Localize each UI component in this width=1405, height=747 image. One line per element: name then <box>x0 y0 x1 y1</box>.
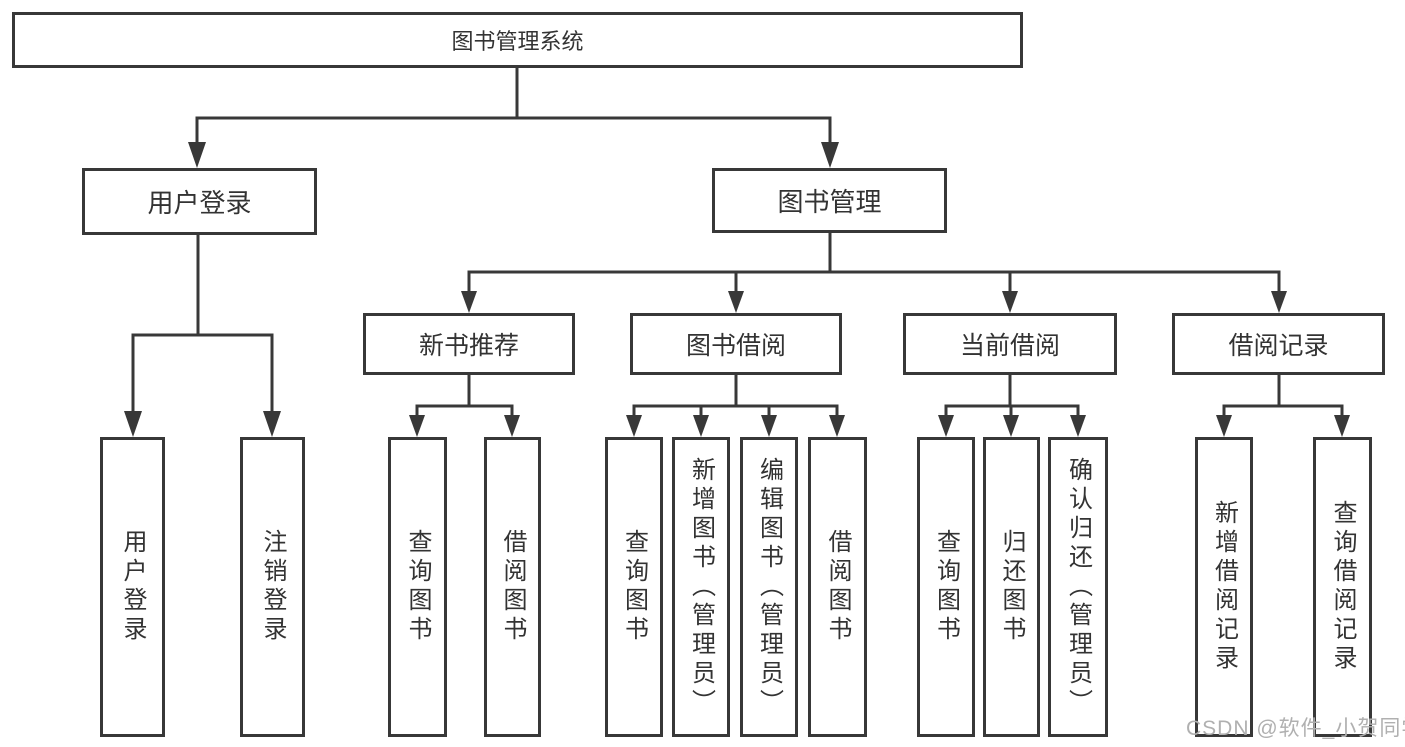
node-label: 借阅图书 <box>824 529 851 645</box>
arrowhead-icon <box>1002 291 1018 313</box>
leaf-node-user-login: 用户登录 <box>100 437 165 737</box>
arrowhead-icon <box>124 411 142 437</box>
arrowhead-icon <box>504 415 520 437</box>
node-label: 查询图书 <box>620 529 648 645</box>
arrowhead-icon <box>409 415 425 437</box>
arrowheads <box>124 142 1350 437</box>
node-label: 查询图书 <box>932 529 960 645</box>
node-label: 借阅记录 <box>1228 332 1329 360</box>
leaf-node-confirm-return-admin: 确认归还（管理员） <box>1048 437 1108 737</box>
connector-records-to-leaves <box>1222 375 1344 419</box>
node-book-borrowing: 图书借阅 <box>630 313 842 375</box>
connector-root-to-level2 <box>195 68 832 146</box>
node-label: 新增图书（管理员） <box>687 456 715 718</box>
arrowhead-icon <box>1003 415 1019 437</box>
arrowhead-icon <box>728 291 744 313</box>
connector-current-to-leaves <box>944 375 1080 419</box>
node-label: 查询图书 <box>404 529 431 645</box>
node-label: 图书借阅 <box>685 332 786 360</box>
arrowhead-icon <box>1070 415 1086 437</box>
leaf-node-add-borrow-record: 新增借阅记录 <box>1195 437 1253 737</box>
leaf-node-return-books: 归还图书 <box>983 437 1040 737</box>
node-label: 归还图书 <box>998 529 1025 645</box>
arrowhead-icon <box>263 411 281 437</box>
leaf-node-borrow-books: 借阅图书 <box>808 437 867 737</box>
node-borrowing-records: 借阅记录 <box>1172 313 1385 375</box>
node-current-borrowing: 当前借阅 <box>903 313 1117 375</box>
node-library-management-system: 图书管理系统 <box>12 12 1023 68</box>
arrowhead-icon <box>1334 415 1350 437</box>
node-label: 编辑图书（管理员） <box>755 456 783 718</box>
node-label: 当前借阅 <box>959 332 1060 360</box>
node-label: 用户登录 <box>147 188 252 218</box>
node-label: 确认归还（管理员） <box>1064 456 1092 718</box>
node-label: 借阅图书 <box>499 529 526 645</box>
node-label: 图书管理 <box>777 187 882 217</box>
leaf-node-query-borrow-record: 查询借阅记录 <box>1313 437 1372 737</box>
arrowhead-icon <box>821 142 839 168</box>
connector-bookmgmt-to-level3 <box>467 233 1281 293</box>
leaf-node-logout: 注销登录 <box>240 437 305 737</box>
connector-newbooks-to-leaves <box>415 375 514 419</box>
csdn-watermark: CSDN @软件_小贺同学 <box>1186 717 1405 740</box>
node-label: 新书推荐 <box>418 332 519 360</box>
node-label: 查询借阅记录 <box>1329 500 1356 674</box>
arrowhead-icon <box>938 415 954 437</box>
arrowhead-icon <box>1271 291 1287 313</box>
leaf-node-edit-books-admin: 编辑图书（管理员） <box>740 437 798 737</box>
arrowhead-icon <box>626 415 642 437</box>
leaf-node-query-books: 查询图书 <box>388 437 447 737</box>
leaf-node-borrow-books: 借阅图书 <box>484 437 541 737</box>
arrowhead-icon <box>761 415 777 437</box>
leaf-node-add-books-admin: 新增图书（管理员） <box>672 437 730 737</box>
connector-borrow-to-leaves <box>632 375 839 419</box>
connector-userlogin-to-leaves <box>131 235 274 415</box>
node-label: 用户登录 <box>119 529 146 645</box>
arrowhead-icon <box>693 415 709 437</box>
arrowhead-icon <box>188 142 206 168</box>
arrowhead-icon <box>829 415 845 437</box>
leaf-node-query-books: 查询图书 <box>917 437 975 737</box>
node-label: 图书管理系统 <box>451 29 584 54</box>
leaf-node-query-books: 查询图书 <box>605 437 663 737</box>
node-user-login-group: 用户登录 <box>82 168 317 235</box>
node-label: 新增借阅记录 <box>1210 500 1238 674</box>
node-new-book-recommend: 新书推荐 <box>363 313 575 375</box>
arrowhead-icon <box>461 291 477 313</box>
node-label: 注销登录 <box>259 529 286 645</box>
arrowhead-icon <box>1216 415 1232 437</box>
node-book-management: 图书管理 <box>712 168 947 233</box>
